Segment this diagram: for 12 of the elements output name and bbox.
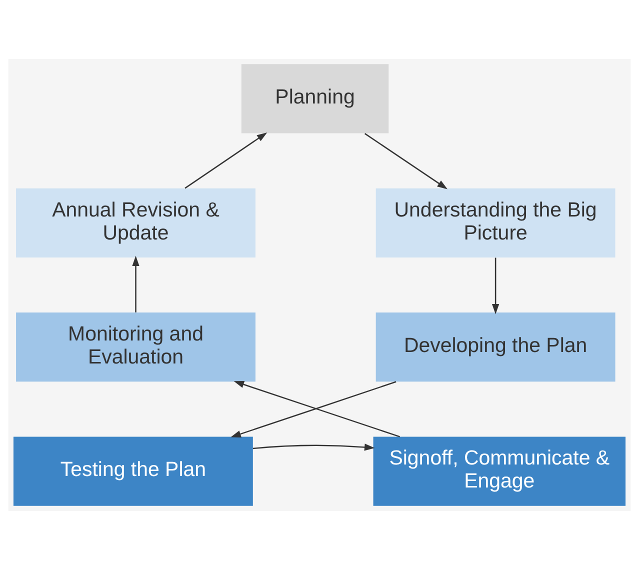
node-box: Testing the Plan — [13, 436, 253, 506]
arrow — [252, 443, 375, 450]
node-box: Signoff, Communicate & Engage — [373, 436, 626, 506]
node-box: Understanding the Big Picture — [376, 188, 616, 257]
arrow — [492, 257, 500, 314]
node-box: Annual Revision & Update — [16, 188, 256, 257]
node-box: Developing the Plan — [376, 312, 616, 382]
node-box: Monitoring and Evaluation — [16, 312, 256, 382]
node-box: Planning — [241, 64, 389, 133]
arrow — [364, 132, 448, 189]
arrow — [132, 255, 140, 312]
arrow — [184, 132, 268, 188]
